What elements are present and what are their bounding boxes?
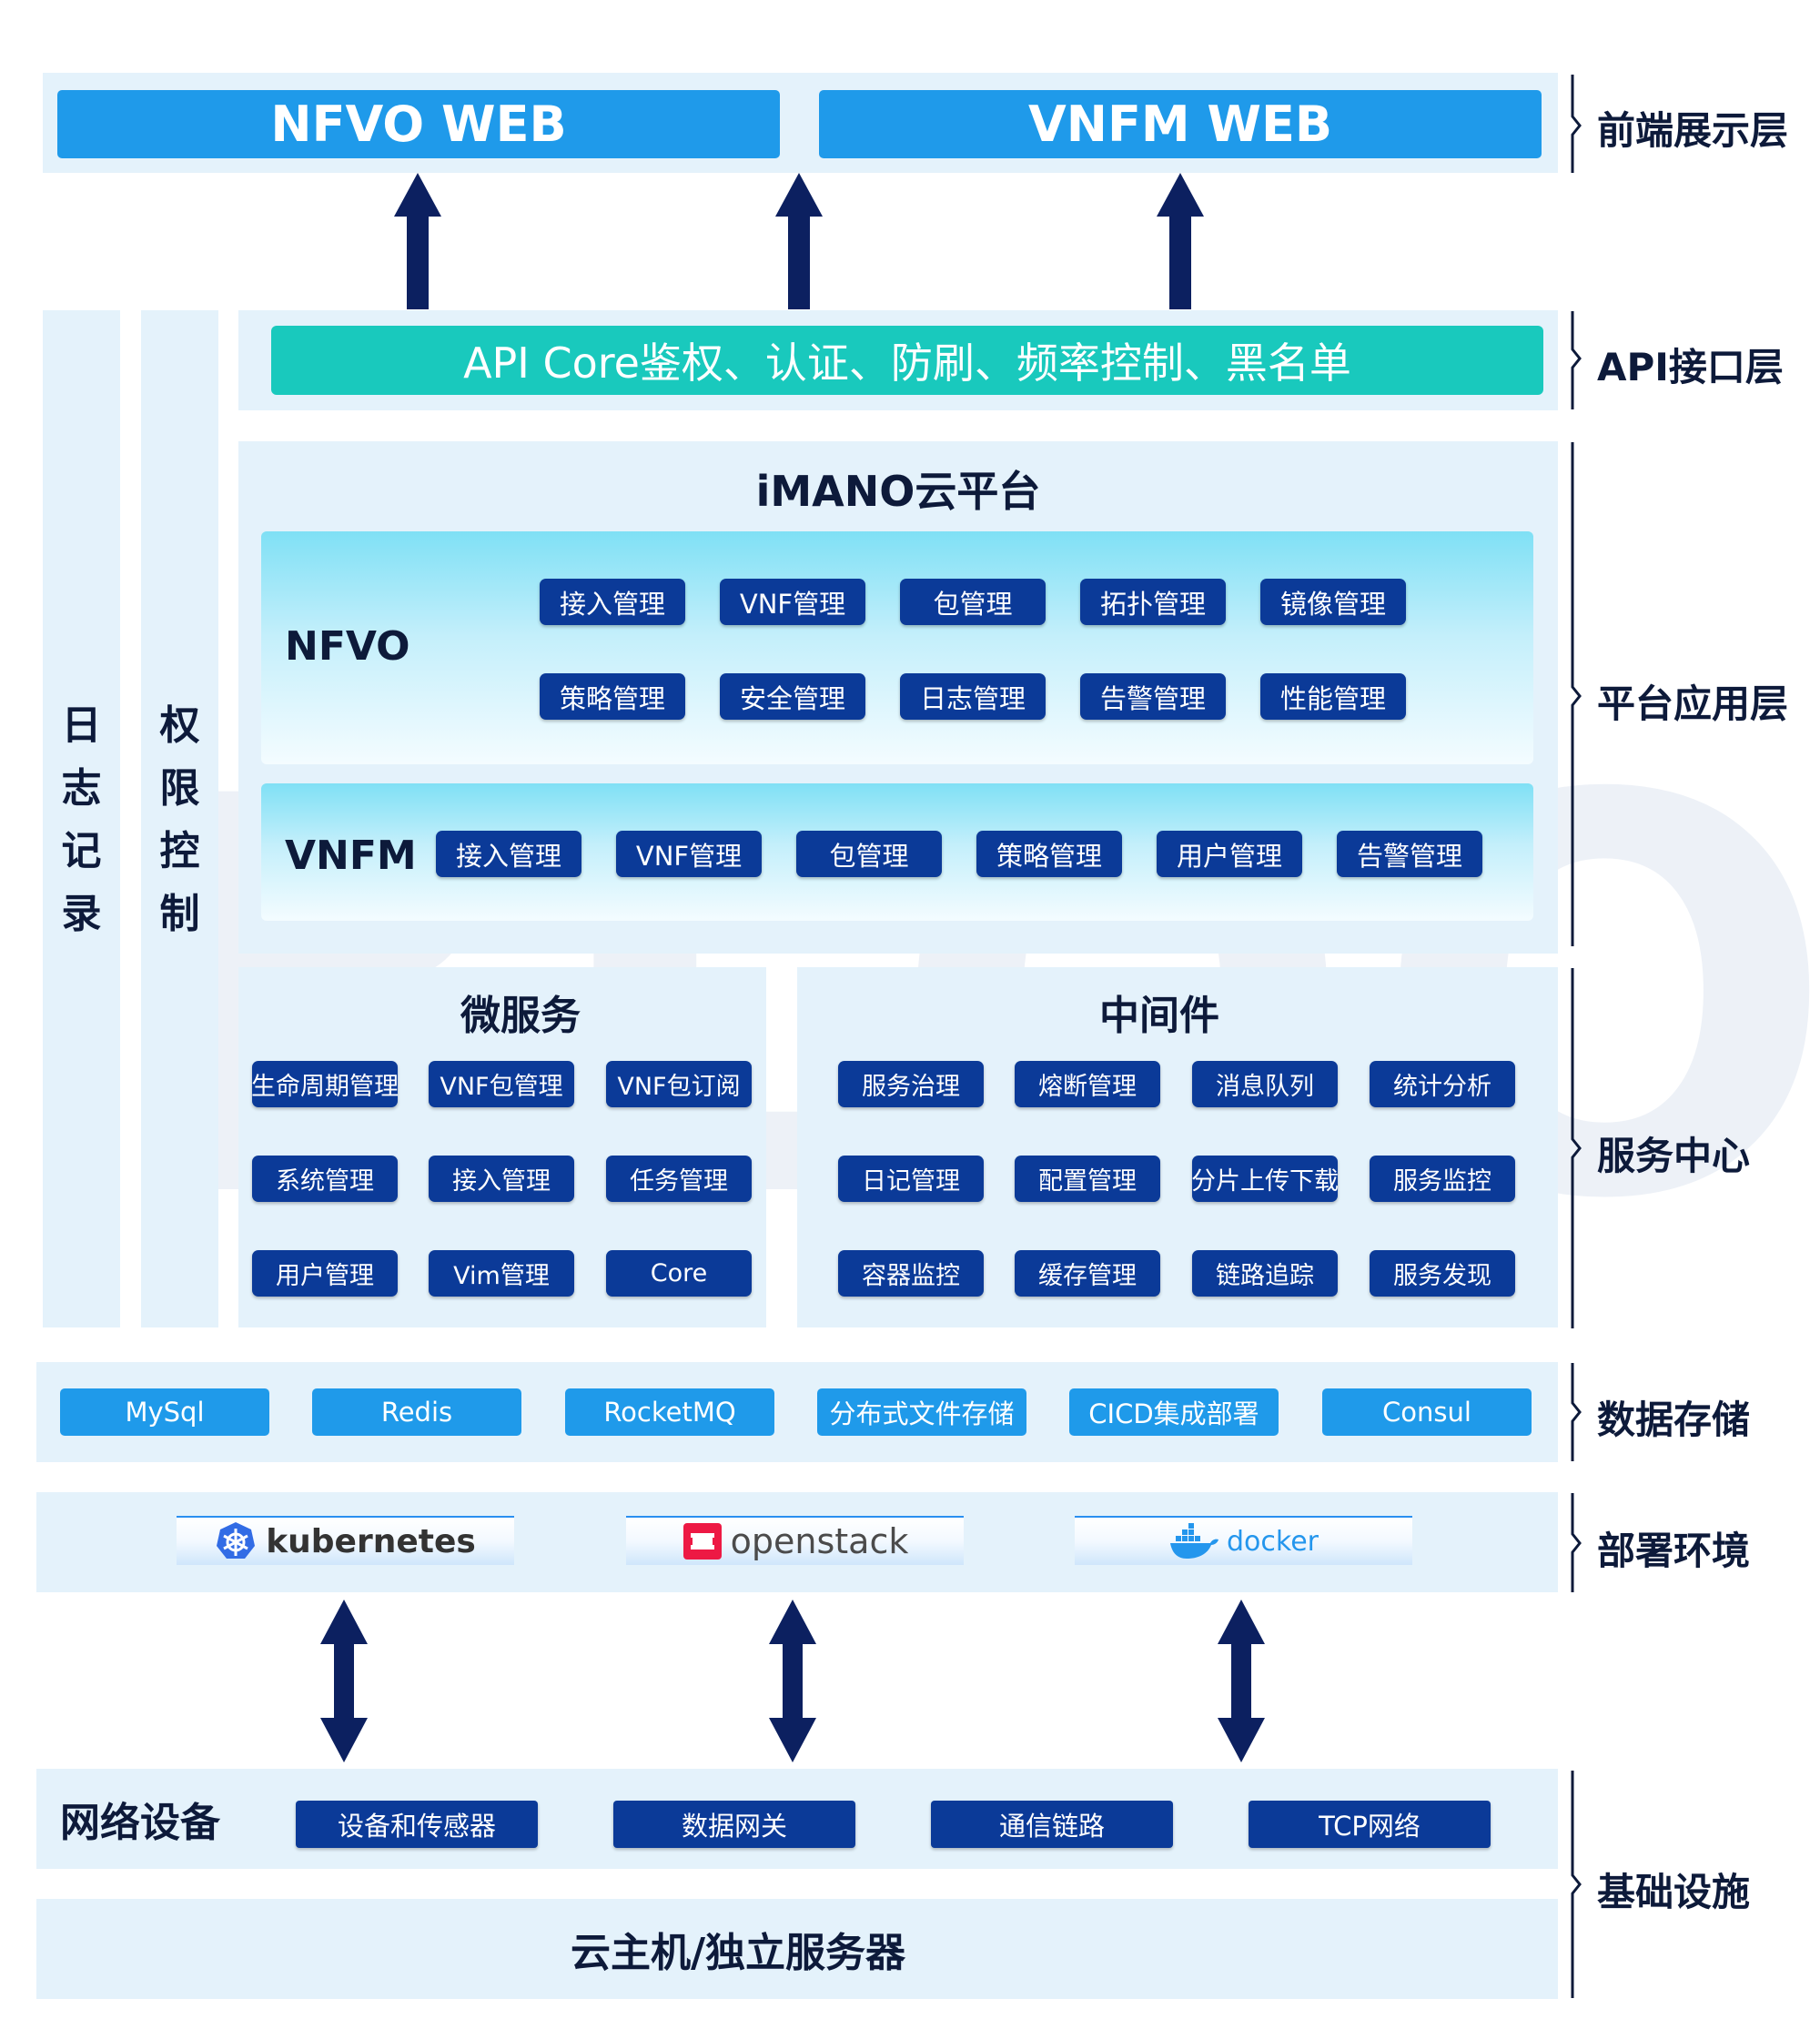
- log-char: 记: [61, 828, 102, 874]
- docker-label: docker: [1227, 1525, 1319, 1558]
- permission-control-column: [141, 310, 218, 1327]
- nfvo-security-button[interactable]: 安全管理: [720, 673, 865, 720]
- double-arrows: [320, 1600, 1265, 1762]
- layer-deploy-label: 部署环境: [1597, 1529, 1751, 1573]
- log-char: 录: [61, 891, 102, 937]
- openstack-box[interactable]: openstack: [626, 1516, 964, 1565]
- nfvo-label: NFVO: [285, 622, 410, 670]
- vnfm-alarm-button[interactable]: 告警管理: [1337, 831, 1482, 877]
- layer-service-label: 服务中心: [1597, 1134, 1751, 1178]
- nfvo-performance-button[interactable]: 性能管理: [1260, 673, 1406, 720]
- kubernetes-label: kubernetes: [266, 1522, 476, 1560]
- server-panel: [36, 1899, 1558, 1999]
- ms-access-mgmt-button[interactable]: 接入管理: [429, 1156, 574, 1202]
- layer-platform-label: 平台应用层: [1597, 681, 1789, 726]
- layer-brackets: [1571, 75, 1582, 1998]
- log-char: 志: [61, 765, 102, 812]
- container-monitor-button[interactable]: 容器监控: [838, 1250, 984, 1297]
- microservice-title: 微服务: [460, 993, 581, 1039]
- middleware-title: 中间件: [1099, 993, 1219, 1039]
- core-button[interactable]: Core: [606, 1250, 752, 1297]
- nfvo-access-button[interactable]: 接入管理: [540, 579, 685, 625]
- nfvo-image-button[interactable]: 镜像管理: [1260, 579, 1406, 625]
- layer-api-label: API接口层: [1597, 345, 1784, 389]
- up-arrows: [394, 173, 1204, 309]
- openstack-icon: [682, 1523, 722, 1560]
- devices-sensors-button[interactable]: 设备和传感器: [296, 1801, 538, 1848]
- message-queue-button[interactable]: 消息队列: [1192, 1061, 1338, 1107]
- layer-infra-label: 基础设施: [1597, 1870, 1751, 1914]
- double-arrow-icon: [769, 1600, 816, 1762]
- circuit-breaker-button[interactable]: 熔断管理: [1015, 1061, 1160, 1107]
- auth-char: 控: [159, 828, 200, 874]
- vnf-package-subscribe-button[interactable]: VNF包订阅: [606, 1061, 752, 1107]
- nfvo-vnf-button[interactable]: VNF管理: [720, 579, 865, 625]
- vnfm-policy-button[interactable]: 策略管理: [976, 831, 1122, 877]
- auth-char: 限: [159, 765, 200, 812]
- docker-box[interactable]: docker: [1075, 1516, 1412, 1565]
- nfvo-policy-button[interactable]: 策略管理: [540, 673, 685, 720]
- log-record-label: 日 志 记 录: [43, 694, 120, 945]
- platform-title: iMANO云平台: [755, 467, 1041, 516]
- mysql-button[interactable]: MySql: [60, 1388, 269, 1436]
- vnfm-vnf-button[interactable]: VNF管理: [616, 831, 762, 877]
- nfvo-box: [261, 531, 1533, 764]
- openstack-label: openstack: [730, 1521, 909, 1561]
- distributed-storage-button[interactable]: 分布式文件存储: [817, 1388, 1026, 1436]
- journal-mgmt-button[interactable]: 日记管理: [838, 1156, 984, 1202]
- log-record-column: [43, 310, 120, 1327]
- config-mgmt-button[interactable]: 配置管理: [1015, 1156, 1160, 1202]
- layer-storage-label: 数据存储: [1597, 1398, 1751, 1442]
- vnfm-package-button[interactable]: 包管理: [796, 831, 942, 877]
- tracing-button[interactable]: 链路追踪: [1192, 1250, 1338, 1297]
- vim-mgmt-button[interactable]: Vim管理: [429, 1250, 574, 1297]
- up-arrow-icon: [775, 173, 823, 309]
- vnfm-web-button[interactable]: VNFM WEB: [819, 90, 1542, 158]
- consul-button[interactable]: Consul: [1322, 1388, 1532, 1436]
- kubernetes-icon: [217, 1522, 256, 1559]
- tcp-network-button[interactable]: TCP网络: [1249, 1801, 1491, 1848]
- double-arrow-icon: [1218, 1600, 1265, 1762]
- nfvo-web-button[interactable]: NFVO WEB: [57, 90, 780, 158]
- storage-panel: [36, 1362, 1558, 1462]
- vnf-package-mgmt-button[interactable]: VNF包管理: [429, 1061, 574, 1107]
- lifecycle-mgmt-button[interactable]: 生命周期管理: [251, 1061, 399, 1107]
- server-label: 云主机/独立服务器: [570, 1930, 906, 1976]
- comm-link-button[interactable]: 通信链路: [931, 1801, 1173, 1848]
- service-monitor-button[interactable]: 服务监控: [1370, 1156, 1515, 1202]
- nfvo-topology-button[interactable]: 拓扑管理: [1080, 579, 1226, 625]
- network-devices-label: 网络设备: [60, 1800, 220, 1846]
- auth-char: 权: [159, 702, 200, 749]
- vnfm-access-button[interactable]: 接入管理: [436, 831, 581, 877]
- layer-frontend-label: 前端展示层: [1597, 108, 1789, 153]
- double-arrow-icon: [320, 1600, 368, 1762]
- service-discovery-button[interactable]: 服务发现: [1370, 1250, 1515, 1297]
- nfvo-log-button[interactable]: 日志管理: [900, 673, 1046, 720]
- up-arrow-icon: [394, 173, 441, 309]
- vnfm-label: VNFM: [285, 832, 417, 879]
- vnfm-user-button[interactable]: 用户管理: [1157, 831, 1302, 877]
- up-arrow-icon: [1157, 173, 1204, 309]
- redis-button[interactable]: Redis: [312, 1388, 521, 1436]
- chunk-upload-button[interactable]: 分片上传下载: [1191, 1156, 1339, 1202]
- system-mgmt-button[interactable]: 系统管理: [252, 1156, 398, 1202]
- nfvo-alarm-button[interactable]: 告警管理: [1080, 673, 1226, 720]
- docker-icon: [1170, 1523, 1218, 1559]
- cache-mgmt-button[interactable]: 缓存管理: [1015, 1250, 1160, 1297]
- permission-control-label: 权 限 控 制: [141, 694, 218, 945]
- cicd-button[interactable]: CICD集成部署: [1069, 1388, 1279, 1436]
- service-governance-button[interactable]: 服务治理: [838, 1061, 984, 1107]
- ms-user-mgmt-button[interactable]: 用户管理: [252, 1250, 398, 1297]
- rocketmq-button[interactable]: RocketMQ: [565, 1388, 774, 1436]
- api-core-bar[interactable]: API Core鉴权、认证、防刷、频率控制、黑名单: [271, 326, 1543, 395]
- data-gateway-button[interactable]: 数据网关: [613, 1801, 855, 1848]
- log-char: 日: [61, 702, 102, 749]
- kubernetes-box[interactable]: kubernetes: [177, 1516, 514, 1565]
- statistics-button[interactable]: 统计分析: [1370, 1061, 1515, 1107]
- task-mgmt-button[interactable]: 任务管理: [606, 1156, 752, 1202]
- auth-char: 制: [159, 891, 200, 937]
- nfvo-package-button[interactable]: 包管理: [900, 579, 1046, 625]
